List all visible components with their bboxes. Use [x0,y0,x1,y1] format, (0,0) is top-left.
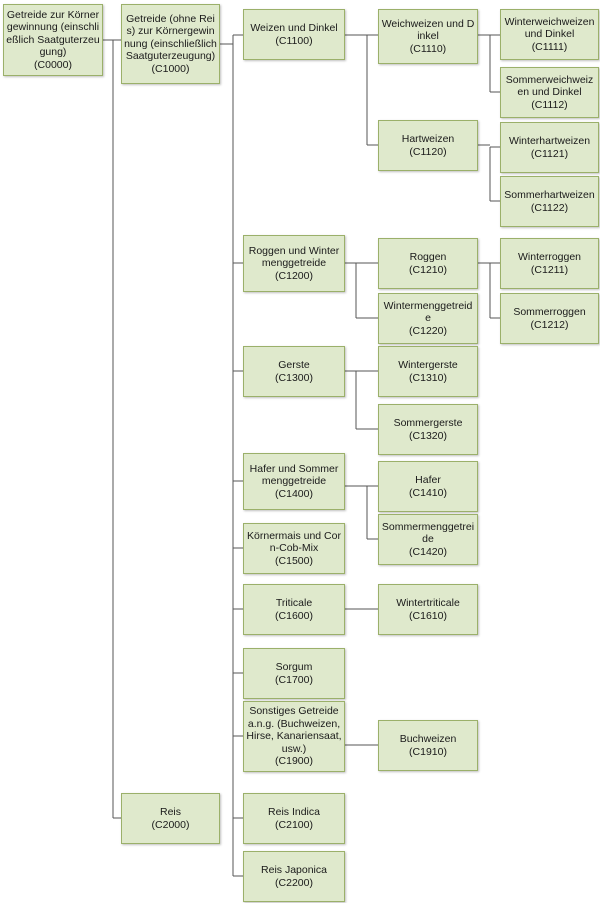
node-c0000: Getreide zur Körnergewinnung (einschließ… [3,4,103,76]
node-name: Wintertriticale [396,597,460,609]
node-code: (C1500) [275,554,313,567]
node-code: (C1420) [409,545,447,558]
node-name: Gerste [278,359,310,371]
node-c1000: Getreide (ohne Reis) zur Körnergewinnung… [121,4,220,84]
node-code: (C1200) [275,269,313,282]
node-c1210: Roggen(C1210) [378,238,478,289]
node-c1610: Wintertriticale(C1610) [378,584,478,635]
node-c1410: Hafer(C1410) [378,461,478,512]
node-name: Getreide (ohne Reis) zur Körnergewinnung… [124,12,217,63]
node-code: (C1100) [275,34,313,47]
node-code: (C1112) [531,98,568,111]
node-code: (C1700) [275,673,313,686]
node-c1910: Buchweizen(C1910) [378,720,478,771]
node-name: Sommermenggetreide [381,520,475,546]
node-name: Winterroggen [517,251,582,263]
node-c1122: Sommerhartweizen(C1122) [500,176,599,227]
node-c1211: Winterroggen(C1211) [500,238,599,289]
node-name: Wintergerste [398,359,458,371]
node-name: Sonstiges Getreide a.n.g. (Buchweizen, H… [246,705,342,755]
node-name: Buchweizen [399,733,457,745]
node-code: (C1111) [531,40,568,53]
node-c1500: Körnermais und Corn-Cob-Mix(C1500) [243,523,345,574]
node-c2100: Reis Indica(C2100) [243,793,345,844]
node-code: (C1120) [409,145,447,158]
node-name: Reis [159,806,181,818]
node-code: (C1300) [275,371,313,384]
node-c1900: Sonstiges Getreide a.n.g. (Buchweizen, H… [243,701,345,772]
node-name: Körnermais und Corn-Cob-Mix [247,529,341,555]
node-code: (C1212) [530,318,569,331]
node-name: Getreide zur Körnergewinnung (einschließ… [6,8,100,59]
node-code: (C1310) [409,371,447,384]
node-name: Wintermenggetreide [383,299,473,325]
node-code: (C1110) [409,42,447,55]
node-name: Sorgum [275,661,313,673]
node-name: Winterweichweizen und Dinkel [504,15,595,41]
node-name: Hafer [415,474,441,486]
node-code: (C1410) [409,486,447,499]
node-name: Hafer und Sommermenggetreide [249,462,339,488]
node-c1220: Wintermenggetreide(C1220) [378,293,478,344]
node-c1110: Weichweizen und Dinkel(C1110) [378,9,478,64]
node-name: Reis Indica [268,806,320,818]
node-name: Sommerhartweizen [504,189,595,201]
node-code: (C1220) [409,324,447,337]
node-name: Reis Japonica [261,864,327,876]
node-c2000: Reis(C2000) [121,793,220,844]
node-name: Sommerroggen [513,306,586,318]
node-c1420: Sommermenggetreide(C1420) [378,514,478,565]
node-code: (C1211) [530,263,569,276]
node-c1112: Sommerweichweizen und Dinkel(C1112) [500,67,599,118]
node-code: (C1210) [409,263,447,276]
node-c1300: Gerste(C1300) [243,346,345,397]
node-code: (C2200) [275,876,313,889]
node-name: Roggen [409,251,447,263]
node-code: (C1320) [409,429,447,442]
node-name: Sommergerste [393,417,463,429]
node-c1212: Sommerroggen(C1212) [500,293,599,344]
node-c1200: Roggen und Wintermenggetreide(C1200) [243,235,345,292]
node-code: (C0000) [34,58,72,71]
node-c1320: Sommergerste(C1320) [378,404,478,455]
node-name: Roggen und Wintermenggetreide [248,244,340,270]
node-code: (C2100) [275,818,313,831]
node-c1111: Winterweichweizen und Dinkel(C1111) [500,9,599,60]
node-name: Hartweizen [401,133,455,145]
node-c1400: Hafer und Sommermenggetreide(C1400) [243,453,345,510]
node-code: (C1900) [275,755,313,768]
node-c1700: Sorgum(C1700) [243,648,345,699]
node-name: Triticale [275,597,313,609]
node-c1600: Triticale(C1600) [243,584,345,635]
node-code: (C2000) [151,818,190,831]
node-c1121: Winterhartweizen(C1121) [500,122,599,173]
node-c1310: Wintergerste(C1310) [378,346,478,397]
node-name: Weichweizen und Dinkel [381,17,475,43]
node-name: Winterhartweizen [508,135,591,147]
node-c1100: Weizen und Dinkel(C1100) [243,9,345,60]
node-c1120: Hartweizen(C1120) [378,120,478,171]
node-name: Sommerweichweizen und Dinkel [505,73,594,99]
node-c2200: Reis Japonica(C2200) [243,851,345,902]
node-name: Weizen und Dinkel [250,22,338,34]
node-code: (C1600) [275,609,313,622]
node-code: (C1400) [275,487,313,500]
node-code: (C1910) [409,745,447,758]
node-code: (C1610) [409,609,447,622]
node-code: (C1122) [530,201,569,214]
node-code: (C1000) [151,62,190,75]
node-code: (C1121) [530,147,569,160]
